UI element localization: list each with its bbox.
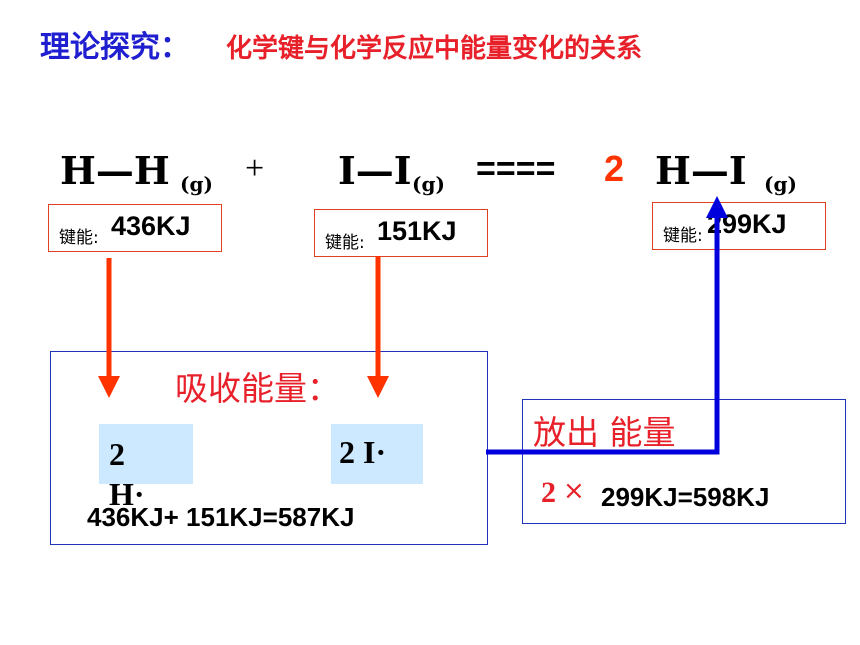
- blue-arrow-shaft: [486, 216, 720, 455]
- bond-energy-label: 键能:: [325, 233, 365, 253]
- formula-h2: H—H: [60, 148, 170, 193]
- absorb-sum: 436KJ+ 151KJ=587KJ: [87, 502, 355, 532]
- bond-energy-value: 436KJ: [111, 211, 191, 241]
- absorb-energy-panel: 吸收能量： 2 H· 2 I· 436KJ+ 151KJ=587KJ: [50, 351, 488, 545]
- bond-energy-label: 键能:: [663, 226, 703, 246]
- formula-hi-state: (g): [764, 172, 797, 196]
- release-sum: 299KJ=598KJ: [601, 482, 770, 512]
- release-energy-panel: 放出 能量 2 × 299KJ=598KJ: [522, 399, 846, 524]
- atom-h-box: [99, 424, 193, 484]
- blue-arrow-head: [706, 196, 728, 218]
- plus-sign: +: [245, 150, 265, 187]
- absorb-energy-label: 吸收能量：: [175, 369, 340, 408]
- bond-energy-label: 键能:: [59, 228, 99, 248]
- formula-h2-state: (g): [180, 172, 213, 196]
- equals-arrow: ====: [476, 150, 556, 188]
- coefficient-2: 2: [604, 148, 625, 189]
- bond-energy-box-ii: 键能: 151KJ: [314, 209, 488, 257]
- bond-energy-box-hi: 键能: 299KJ: [652, 202, 826, 250]
- formula-i2-state: (g): [412, 172, 445, 196]
- atom-i-box: [331, 424, 423, 484]
- red-arrow-hh-head: [98, 376, 120, 398]
- bond-energy-box-hh: 键能: 436KJ: [48, 204, 222, 252]
- title-main: 理论探究：: [40, 30, 190, 65]
- release-energy-label: 放出 能量: [533, 413, 676, 452]
- formula-hi: H—I: [655, 148, 747, 193]
- bond-energy-value: 151KJ: [377, 216, 457, 246]
- title-sub: 化学键与化学反应中能量变化的关系: [226, 34, 643, 64]
- times-sign: ×: [563, 476, 585, 506]
- atom-h-label: 2 H·: [109, 436, 145, 512]
- atom-i-label: 2 I·: [339, 434, 387, 470]
- release-coefficient: 2: [541, 476, 556, 509]
- red-arrow-ii-head: [367, 376, 389, 398]
- formula-i2: I—I: [338, 148, 412, 193]
